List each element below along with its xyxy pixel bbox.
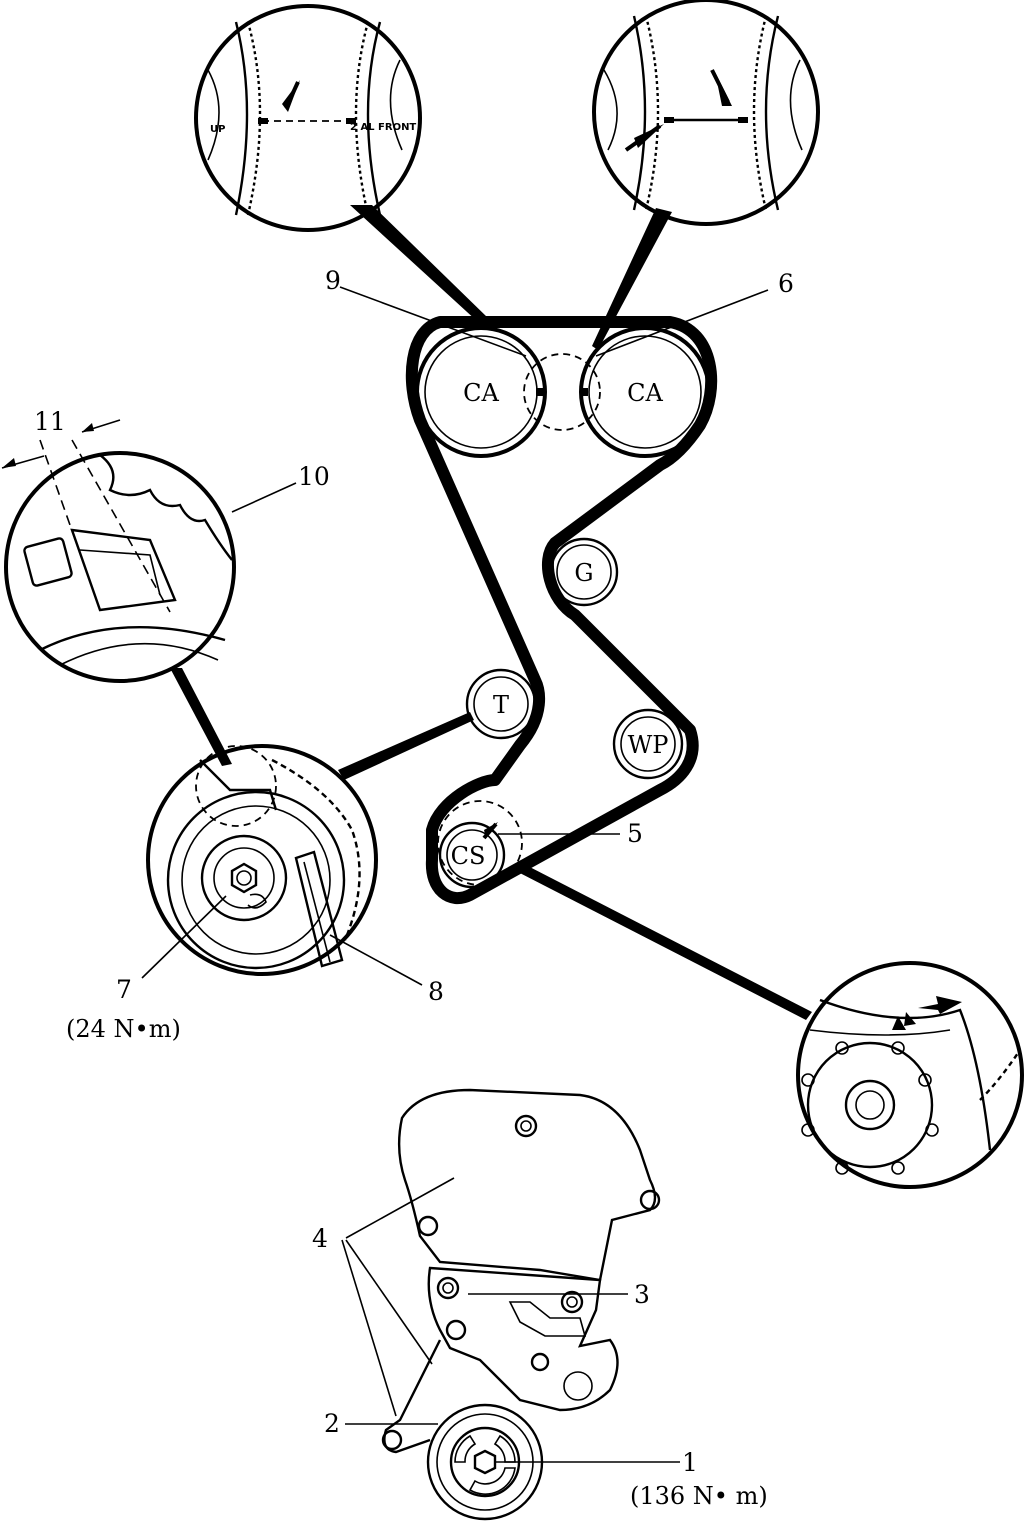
detail-cam-marks-left: UP 2 AL FRONT <box>194 4 422 232</box>
camshaft-pulley-right: CA <box>579 326 711 458</box>
detail-crank-mark <box>796 961 1024 1189</box>
up-mark-label: UP <box>210 124 225 135</box>
callout-9: 9 <box>325 266 341 295</box>
callout-5: 5 <box>627 819 643 848</box>
timing-belt <box>405 316 718 905</box>
idler-label: G <box>574 559 593 587</box>
detail-tensioner-assembly <box>146 744 378 976</box>
water-pump-label: WP <box>628 731 669 759</box>
torque-crankshaft-bolt: (136 N• m) <box>630 1482 768 1510</box>
callout-10: 10 <box>298 462 330 491</box>
callout-leaders <box>141 286 769 1463</box>
cam-mark-circle <box>523 353 601 431</box>
callout-11: 11 <box>34 407 66 436</box>
tensioner-label: T <box>493 691 509 719</box>
callout-7: 7 <box>116 975 132 1004</box>
leader-wedge-tensioner <box>170 668 232 766</box>
leader-wedge-tensioner-t <box>338 712 474 780</box>
torque-tensioner-bolt: (24 N•m) <box>66 1015 181 1043</box>
detail-tensioner-pointer <box>1 419 236 683</box>
front-mark-label: 2 AL FRONT <box>350 122 416 133</box>
callout-1: 1 <box>682 1448 698 1477</box>
tensioner-pulley: T <box>465 668 537 740</box>
callout-2: 2 <box>324 1409 340 1438</box>
callout-3: 3 <box>634 1280 650 1309</box>
camshaft-pulley-left: CA <box>415 326 547 458</box>
callout-6: 6 <box>778 269 794 298</box>
timing-cover-assembly <box>381 1088 661 1521</box>
leader-wedge-right <box>592 208 672 350</box>
callout-4: 4 <box>312 1224 328 1253</box>
idler-pulley: G <box>549 537 619 607</box>
detail-cam-marks-right <box>592 0 820 226</box>
crankshaft-label: CS <box>451 842 486 870</box>
camshaft-left-label: CA <box>463 379 499 407</box>
water-pump-pulley: WP <box>612 708 684 780</box>
camshaft-right-label: CA <box>627 379 663 407</box>
leader-wedge-left <box>350 205 488 322</box>
callout-8: 8 <box>428 977 444 1006</box>
crankshaft-pulley: CS <box>437 800 523 889</box>
leader-wedge-crank <box>514 862 812 1020</box>
